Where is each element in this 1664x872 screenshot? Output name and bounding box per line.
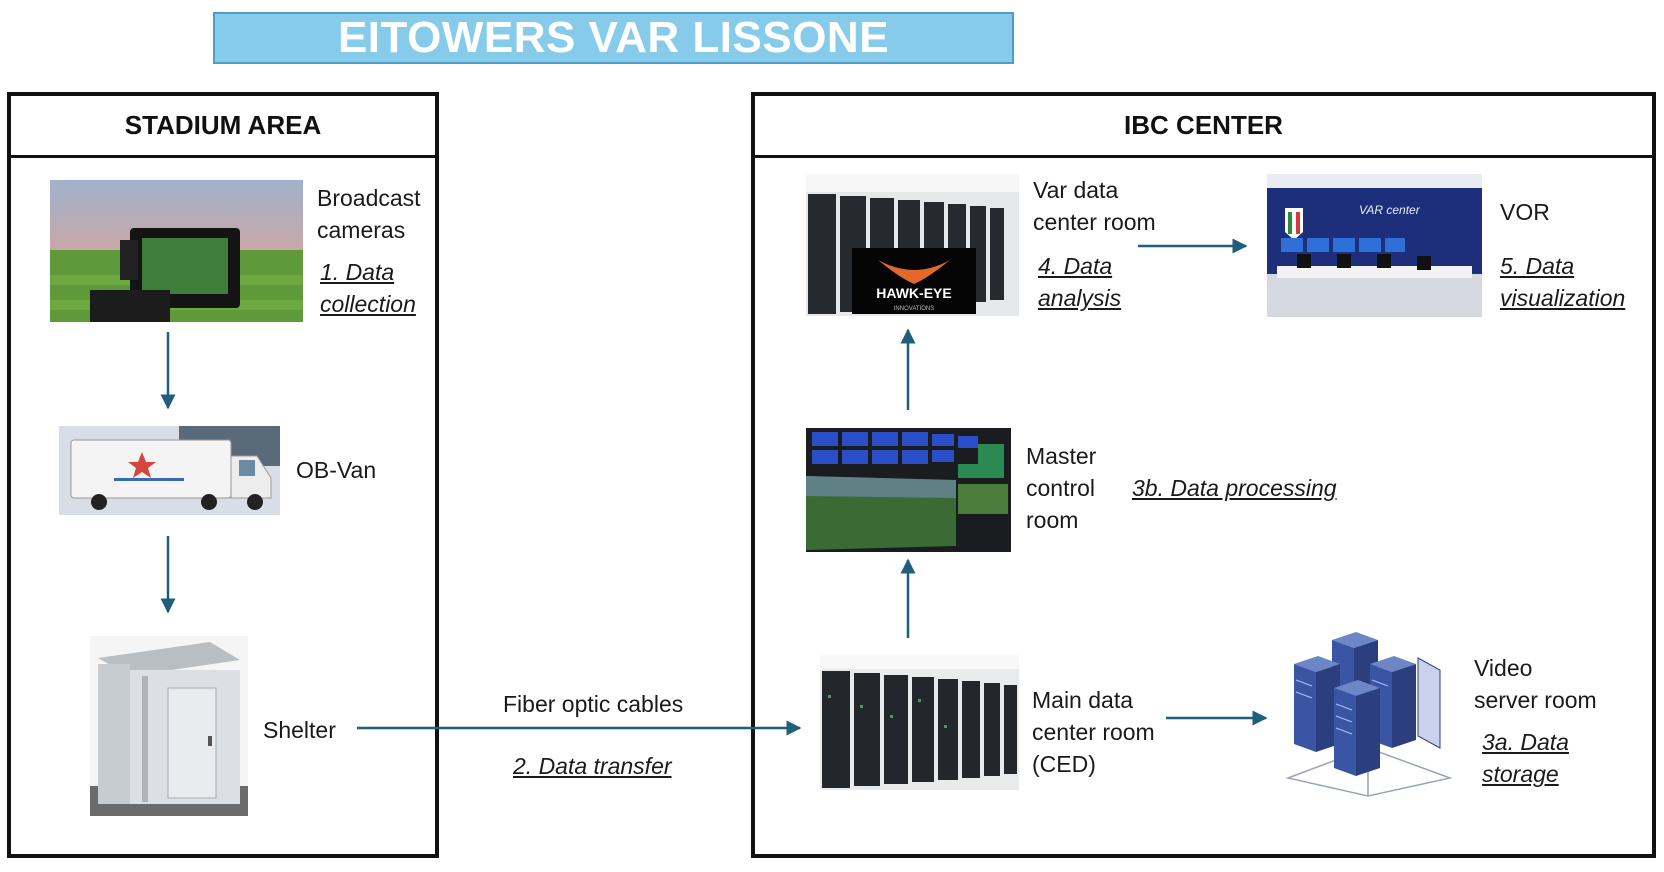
stadium-area-header: STADIUM AREA (11, 96, 435, 158)
hawk-eye-logo: HAWK-EYE (876, 285, 951, 301)
ob-van-label: OB-Van (296, 457, 377, 483)
vor-label: VOR (1500, 199, 1550, 225)
shelter-image (90, 636, 248, 816)
hawk-eye-logo-sub: INNOVATIONS (894, 306, 934, 312)
fiber-optic-label: Fiber optic cables (503, 691, 684, 717)
vor-wall-text: VAR center (1359, 203, 1421, 217)
main-data-center-image (820, 655, 1019, 790)
vor-room-image: VAR center (1267, 174, 1482, 317)
shelter-label: Shelter (263, 717, 336, 743)
ob-van-image (59, 426, 280, 515)
step-data-processing: 3b. Data processing (1132, 475, 1337, 501)
video-server-icon (1278, 628, 1460, 798)
var-data-center-image: HAWK-EYE INNOVATIONS (806, 174, 1019, 316)
step-data-transfer: 2. Data transfer (513, 753, 672, 779)
ibc-center-header: IBC CENTER (755, 96, 1652, 158)
master-control-image (806, 428, 1011, 552)
diagram-title: EITOWERS VAR LISSONE (213, 12, 1014, 64)
broadcast-camera-image (50, 180, 303, 322)
